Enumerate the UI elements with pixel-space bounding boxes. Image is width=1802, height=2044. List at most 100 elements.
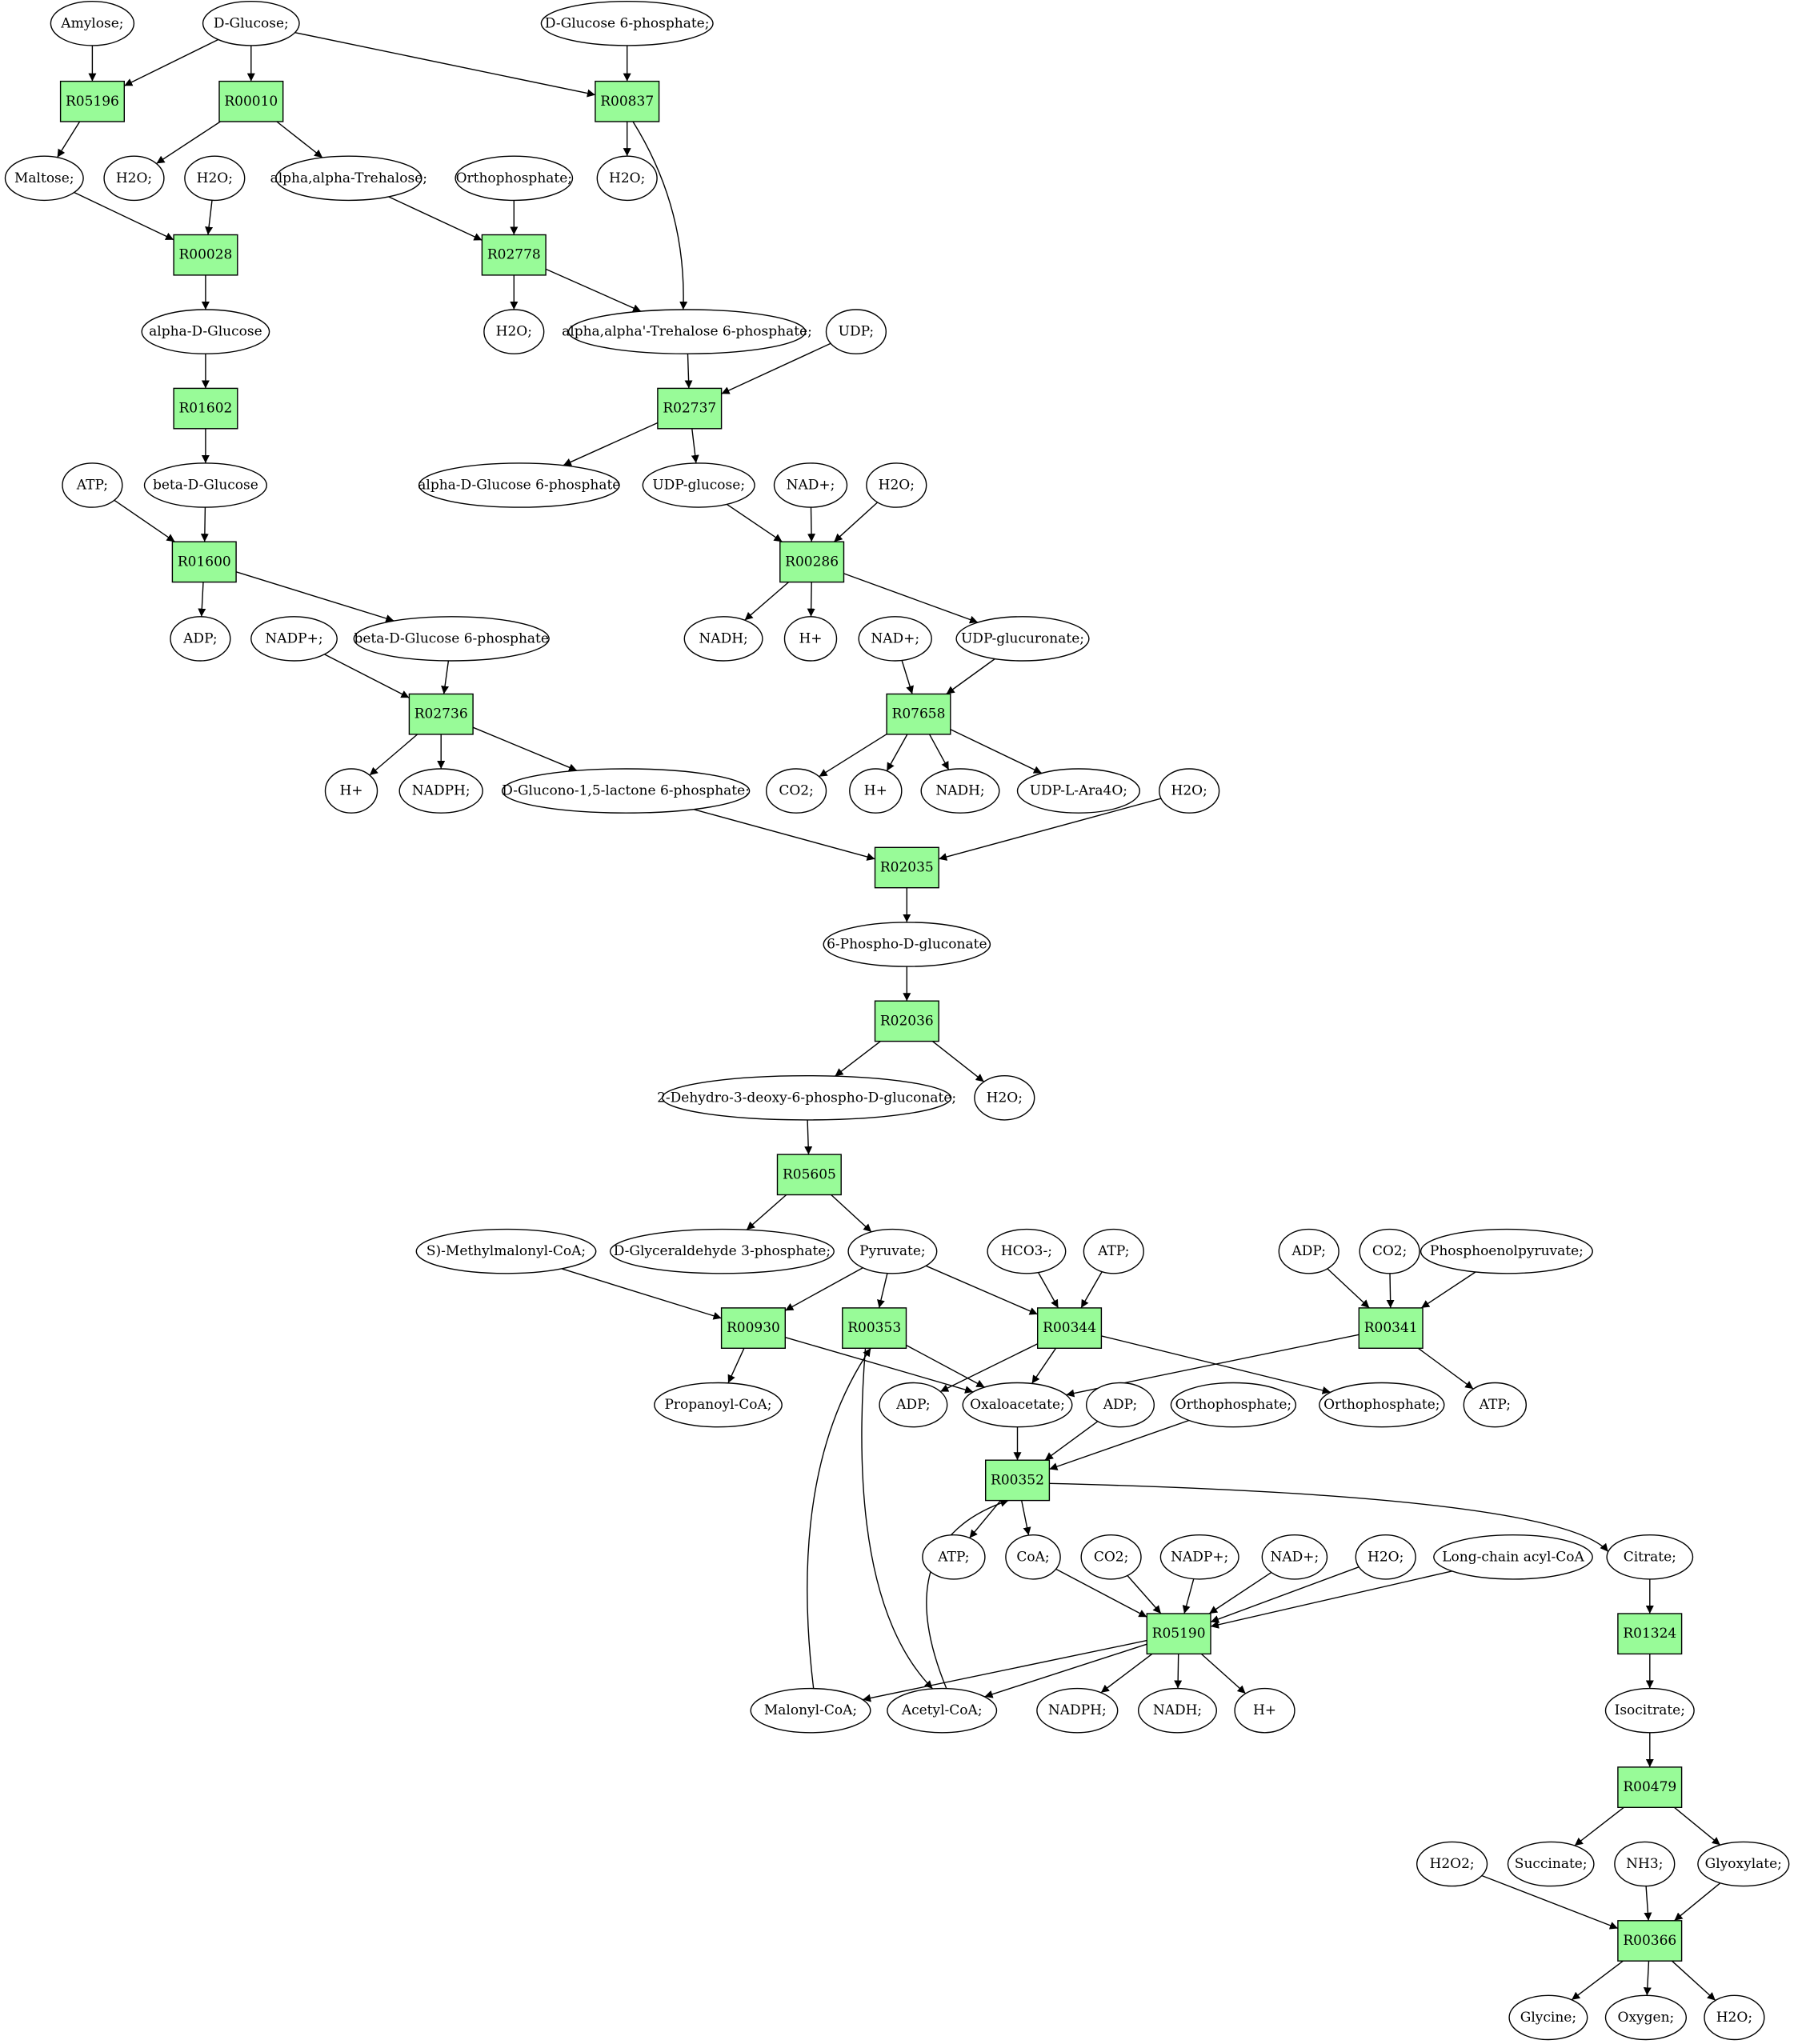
metabolite-node-orthophos-2[interactable]: Orthophosphate; xyxy=(1170,1382,1297,1428)
metabolite-node-nadp-1[interactable]: NAD+; xyxy=(773,462,848,508)
reaction-node-r00930[interactable]: R00930 xyxy=(720,1307,786,1350)
reaction-node-r05196[interactable]: R05196 xyxy=(59,80,125,122)
reaction-node-r00028[interactable]: R00028 xyxy=(173,234,238,276)
metabolite-node-h2o-3[interactable]: H2O; xyxy=(483,309,545,354)
reaction-node-r00366[interactable]: R00366 xyxy=(1617,1920,1683,1962)
metabolite-node-nadh-1[interactable]: NADH; xyxy=(683,616,763,662)
metabolite-node-nadph-2[interactable]: NADPH; xyxy=(398,768,483,814)
metabolite-node-udp[interactable]: UDP; xyxy=(825,309,887,354)
metabolite-node-adp-2[interactable]: ADP; xyxy=(1278,1228,1339,1274)
metabolite-node-h2o-1[interactable]: H2O; xyxy=(103,155,165,202)
metabolite-node-glyoxylate[interactable]: Glyoxylate; xyxy=(1697,1841,1790,1887)
reaction-node-r02035[interactable]: R02035 xyxy=(874,846,939,889)
reaction-node-r00353[interactable]: R00353 xyxy=(842,1307,907,1350)
metabolite-node-nadp-2[interactable]: NAD+; xyxy=(858,616,932,662)
reaction-node-r07658[interactable]: R07658 xyxy=(886,693,951,735)
metabolite-node-acetyl[interactable]: Acetyl-CoA; xyxy=(887,1687,998,1734)
metabolite-node-h2o-5[interactable]: H2O; xyxy=(866,462,927,508)
metabolite-node-betadglucose[interactable]: beta-D-Glucose xyxy=(143,462,268,508)
metabolite-node-glycine[interactable]: Glycine; xyxy=(1508,1994,1588,2041)
metabolite-node-nh3[interactable]: NH3; xyxy=(1614,1841,1676,1887)
metabolite-node-h2o-4[interactable]: H2O; xyxy=(596,155,658,202)
metabolite-node-methylmalonyl[interactable]: S)-Methylmalonyl-CoA; xyxy=(415,1228,597,1274)
metabolite-node-oxygen[interactable]: Oxygen; xyxy=(1604,1994,1687,2041)
metabolite-node-bg6p[interactable]: beta-D-Glucose 6-phosphate xyxy=(353,616,550,662)
metabolite-node-atp-1[interactable]: ATP; xyxy=(62,462,123,508)
reaction-node-r05190[interactable]: R05190 xyxy=(1146,1613,1211,1655)
metabolite-node-h2o-8[interactable]: H2O; xyxy=(1355,1534,1416,1580)
edge-acylcoa-to-r05190 xyxy=(1210,1570,1452,1629)
metabolite-node-hplus-4[interactable]: H+ xyxy=(1234,1687,1295,1734)
metabolite-node-propanoyl[interactable]: Propanoyl-CoA; xyxy=(654,1382,783,1428)
reaction-node-r01602[interactable]: R01602 xyxy=(173,387,238,430)
reaction-node-r02736[interactable]: R02736 xyxy=(408,693,474,735)
metabolite-node-kdpg[interactable]: 2-Dehydro-3-deoxy-6-phospho-D-gluconate; xyxy=(657,1075,956,1121)
metabolite-node-adp-1[interactable]: ADP; xyxy=(170,616,231,662)
metabolite-node-atp-3[interactable]: ATP; xyxy=(1463,1382,1528,1428)
metabolite-node-alphadglucose[interactable]: alpha-D-Glucose xyxy=(141,309,270,354)
metabolite-node-co2-2[interactable]: CO2; xyxy=(1359,1228,1420,1274)
reaction-node-r01324[interactable]: R01324 xyxy=(1617,1613,1683,1655)
edge-r00344-to-adp_3 xyxy=(939,1343,1039,1393)
metabolite-node-orthophos-3[interactable]: Orthophosphate; xyxy=(1319,1382,1445,1428)
metabolite-node-hplus-1[interactable]: H+ xyxy=(783,616,838,662)
metabolite-node-adp-4[interactable]: ADP; xyxy=(1085,1382,1155,1428)
metabolite-node-gluconolactone[interactable]: D-Glucono-1,5-lactone 6-phosphate; xyxy=(501,768,751,814)
metabolite-node-coa[interactable]: CoA; xyxy=(1005,1534,1061,1580)
reaction-node-r02036[interactable]: R02036 xyxy=(874,1000,939,1042)
reaction-node-r01600[interactable]: R01600 xyxy=(171,541,237,583)
reaction-node-r05605[interactable]: R05605 xyxy=(776,1154,842,1196)
reaction-node-r00352[interactable]: R00352 xyxy=(984,1459,1051,1502)
metabolite-node-citrate[interactable]: Citrate; xyxy=(1606,1534,1694,1580)
metabolite-node-amylose[interactable]: Amylose; xyxy=(50,0,135,46)
metabolite-node-dglucose[interactable]: D-Glucose; xyxy=(202,0,300,46)
reaction-node-r00344[interactable]: R00344 xyxy=(1036,1307,1103,1350)
metabolite-node-malonyl[interactable]: Malonyl-CoA; xyxy=(750,1687,871,1734)
metabolite-node-atp-4[interactable]: ATP; xyxy=(922,1534,986,1580)
metabolite-node-co2-1[interactable]: CO2; xyxy=(765,768,827,814)
reaction-node-r00837[interactable]: R00837 xyxy=(595,80,660,122)
reaction-node-r00341[interactable]: R00341 xyxy=(1358,1307,1424,1350)
metabolite-node-h2o-7[interactable]: H2O; xyxy=(974,1075,1035,1121)
metabolite-label: Oxygen; xyxy=(1618,2010,1675,2026)
metabolite-node-nadh-2[interactable]: NADH; xyxy=(920,768,1000,814)
metabolite-node-h2o-2[interactable]: H2O; xyxy=(184,155,246,202)
metabolite-node-udpglucuronate[interactable]: UDP-glucuronate; xyxy=(955,616,1090,662)
metabolite-node-atp-2[interactable]: ATP; xyxy=(1083,1228,1144,1274)
metabolite-node-co2-3[interactable]: CO2; xyxy=(1080,1534,1142,1580)
metabolite-node-nadph-3[interactable]: NADPH; xyxy=(1036,1687,1119,1734)
metabolite-node-isocitrate[interactable]: Isocitrate; xyxy=(1604,1687,1695,1734)
metabolite-node-nadph-1[interactable]: NADP+; xyxy=(250,616,338,662)
metabolite-node-nadp-3[interactable]: NADP+; xyxy=(1159,1534,1239,1580)
reaction-node-r00479[interactable]: R00479 xyxy=(1617,1766,1683,1808)
metabolite-node-trehalose[interactable]: alpha,alpha-Trehalose; xyxy=(270,155,427,202)
metabolite-node-udpglucose[interactable]: UDP-glucose; xyxy=(642,462,755,508)
metabolite-node-t6p[interactable]: alpha,alpha'-Trehalose 6-phosphate; xyxy=(562,309,812,354)
reaction-node-r02778[interactable]: R02778 xyxy=(481,234,547,276)
metabolite-node-gap[interactable]: D-Glyceraldehyde 3-phosphate; xyxy=(609,1228,835,1274)
metabolite-node-phosphogluconate[interactable]: 6-Phospho-D-gluconate xyxy=(823,922,991,967)
reaction-node-r00010[interactable]: R00010 xyxy=(218,80,284,122)
metabolite-node-h2o-6[interactable]: H2O; xyxy=(1159,768,1220,814)
metabolite-node-pyruvate[interactable]: Pyruvate; xyxy=(847,1228,938,1274)
metabolite-node-hplus-3[interactable]: H+ xyxy=(849,768,903,814)
metabolite-node-oxaloacetate[interactable]: Oxaloacetate; xyxy=(962,1382,1073,1428)
metabolite-node-nadh-3[interactable]: NADH; xyxy=(1137,1687,1217,1734)
metabolite-node-pep[interactable]: Phosphoenolpyruvate; xyxy=(1420,1228,1593,1274)
metabolite-node-adp-3[interactable]: ADP; xyxy=(879,1382,948,1428)
metabolite-node-orthophos-1[interactable]: Orthophosphate; xyxy=(455,155,574,202)
metabolite-label: Isocitrate; xyxy=(1615,1702,1685,1718)
reaction-node-r00286[interactable]: R00286 xyxy=(779,541,845,583)
metabolite-node-h2o2[interactable]: H2O2; xyxy=(1416,1841,1488,1887)
metabolite-node-acylcoa[interactable]: Long-chain acyl-CoA xyxy=(1433,1534,1593,1580)
metabolite-node-nad-3[interactable]: NAD+; xyxy=(1261,1534,1328,1580)
metabolite-node-ag6p[interactable]: alpha-D-Glucose 6-phosphate xyxy=(418,462,620,508)
reaction-node-r02737[interactable]: R02737 xyxy=(657,387,723,430)
metabolite-node-maltose[interactable]: Maltose; xyxy=(4,155,84,202)
metabolite-node-h2o-9[interactable]: H2O; xyxy=(1704,1994,1765,2041)
metabolite-node-dg6p[interactable]: D-Glucose 6-phosphate; xyxy=(540,0,714,46)
metabolite-node-udpara[interactable]: UDP-L-Ara4O; xyxy=(1016,768,1141,814)
metabolite-node-succinate[interactable]: Succinate; xyxy=(1507,1841,1595,1887)
metabolite-node-hplus-2[interactable]: H+ xyxy=(324,768,378,814)
metabolite-node-hco3[interactable]: HCO3-; xyxy=(987,1228,1067,1274)
